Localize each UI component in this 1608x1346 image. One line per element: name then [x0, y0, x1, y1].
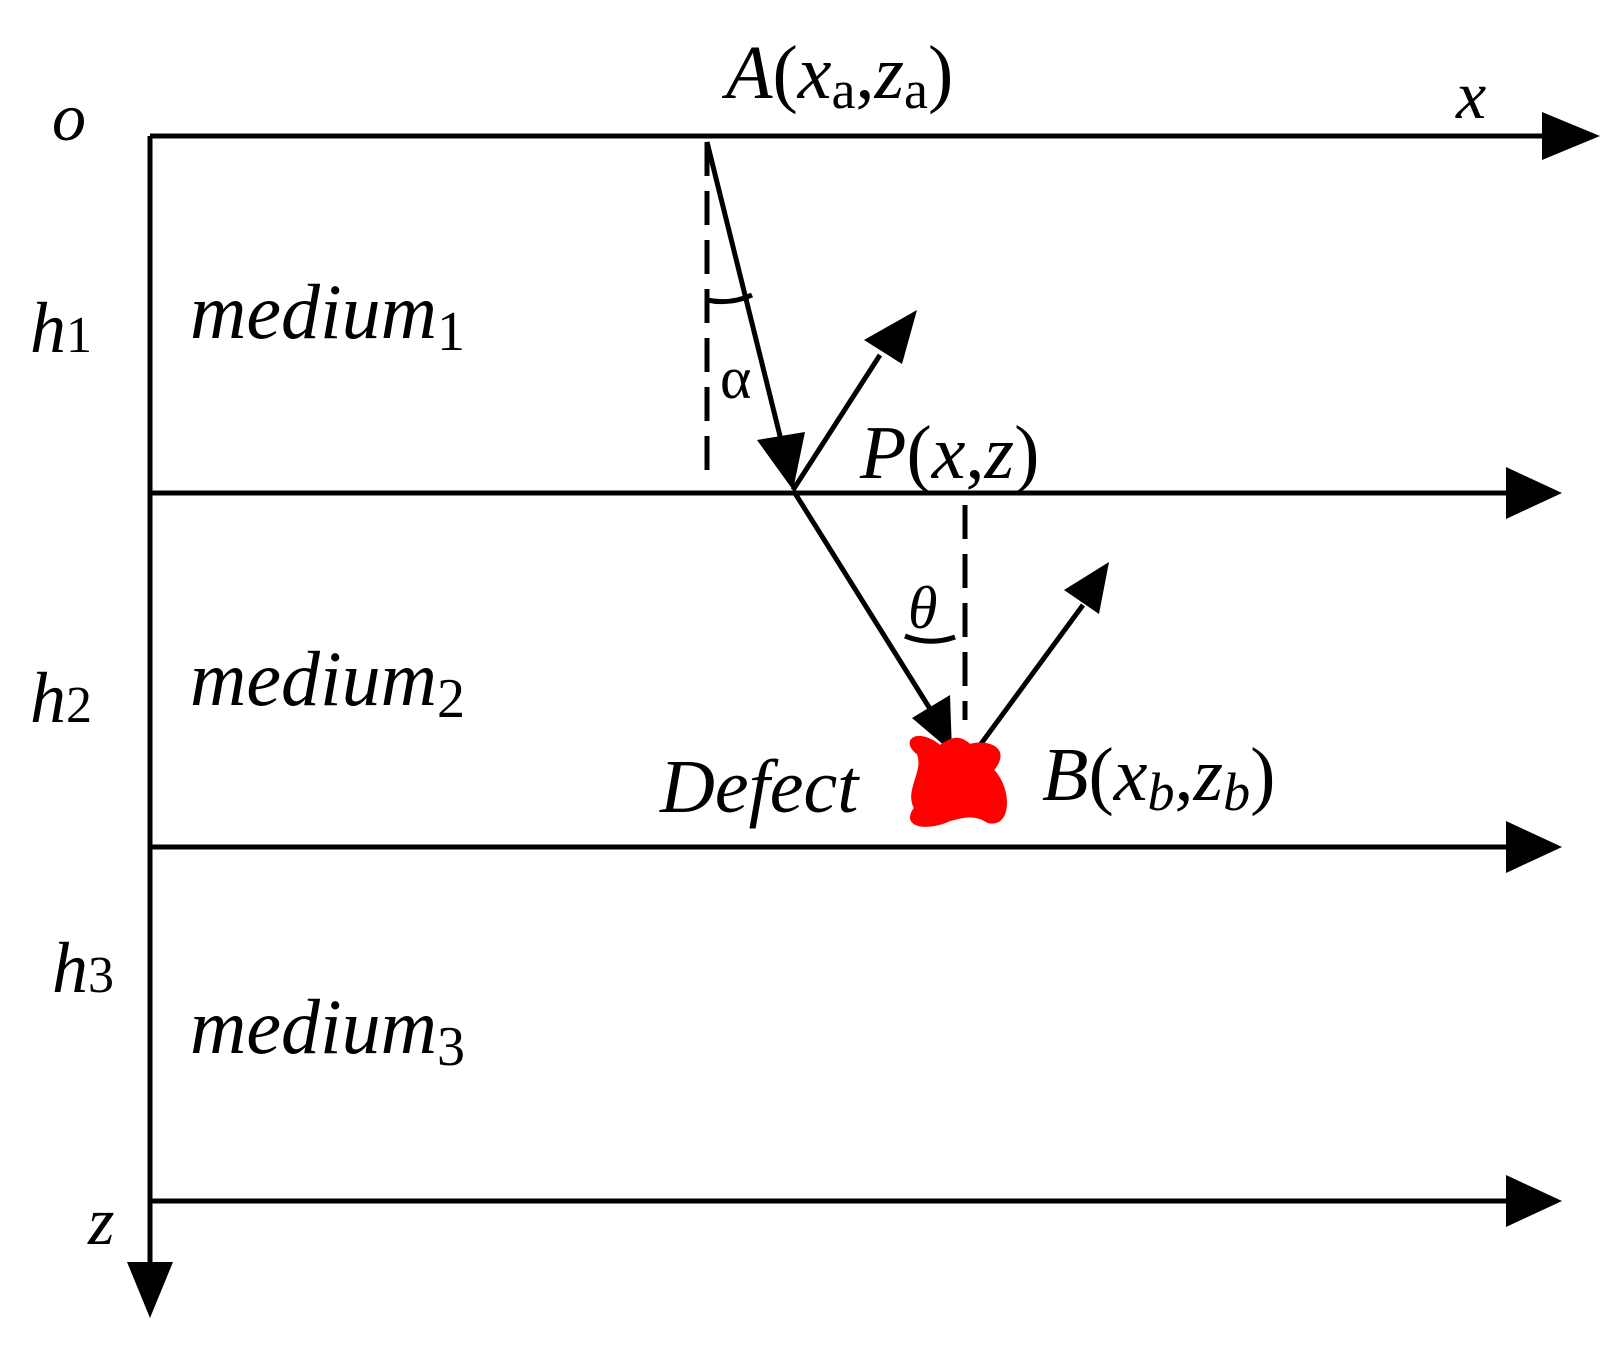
refraction-angle-arc [904, 633, 956, 644]
h3-label: h3 [52, 928, 114, 1008]
z-axis-arrowhead [127, 1262, 173, 1318]
x-axis-arrowhead [1542, 112, 1600, 160]
medium-1-label: medium1 [190, 268, 465, 363]
incidence-angle-arc [706, 292, 754, 305]
interface-line-2-arrowhead [1506, 821, 1562, 873]
incident-ray-arrowhead [757, 432, 805, 490]
medium-2-label: medium2 [190, 635, 465, 730]
interface-line-3-arrowhead [1506, 1175, 1562, 1227]
medium-3-label: medium3 [190, 983, 465, 1078]
h2-label: h2 [30, 658, 92, 738]
incident-ray [704, 141, 784, 441]
refracted-ray-arrowhead [912, 695, 952, 752]
point-p-label: P(x,z) [859, 411, 1039, 495]
scattered-ray-from-defect [972, 603, 1086, 754]
reflected-ray-at-interface-arrowhead [864, 310, 917, 364]
z-axis-label: z [87, 1183, 114, 1259]
reflected-ray-at-interface [790, 353, 883, 492]
scattered-ray-from-defect-arrowhead [1064, 562, 1109, 614]
point-a-label: A(xa,za) [721, 31, 953, 120]
h1-label: h1 [30, 288, 92, 368]
origin-label: o [52, 79, 86, 155]
interface-line-1-arrowhead [1506, 467, 1562, 519]
defect-shape [909, 735, 1007, 827]
defect-label: Defect [659, 745, 860, 829]
incidence-angle-label: α [720, 345, 751, 411]
point-b-label: B(xb,zb) [1042, 733, 1275, 822]
refracted-ray [790, 488, 935, 714]
refraction-angle-label: θ [908, 575, 937, 641]
x-axis-label: x [1455, 57, 1486, 133]
